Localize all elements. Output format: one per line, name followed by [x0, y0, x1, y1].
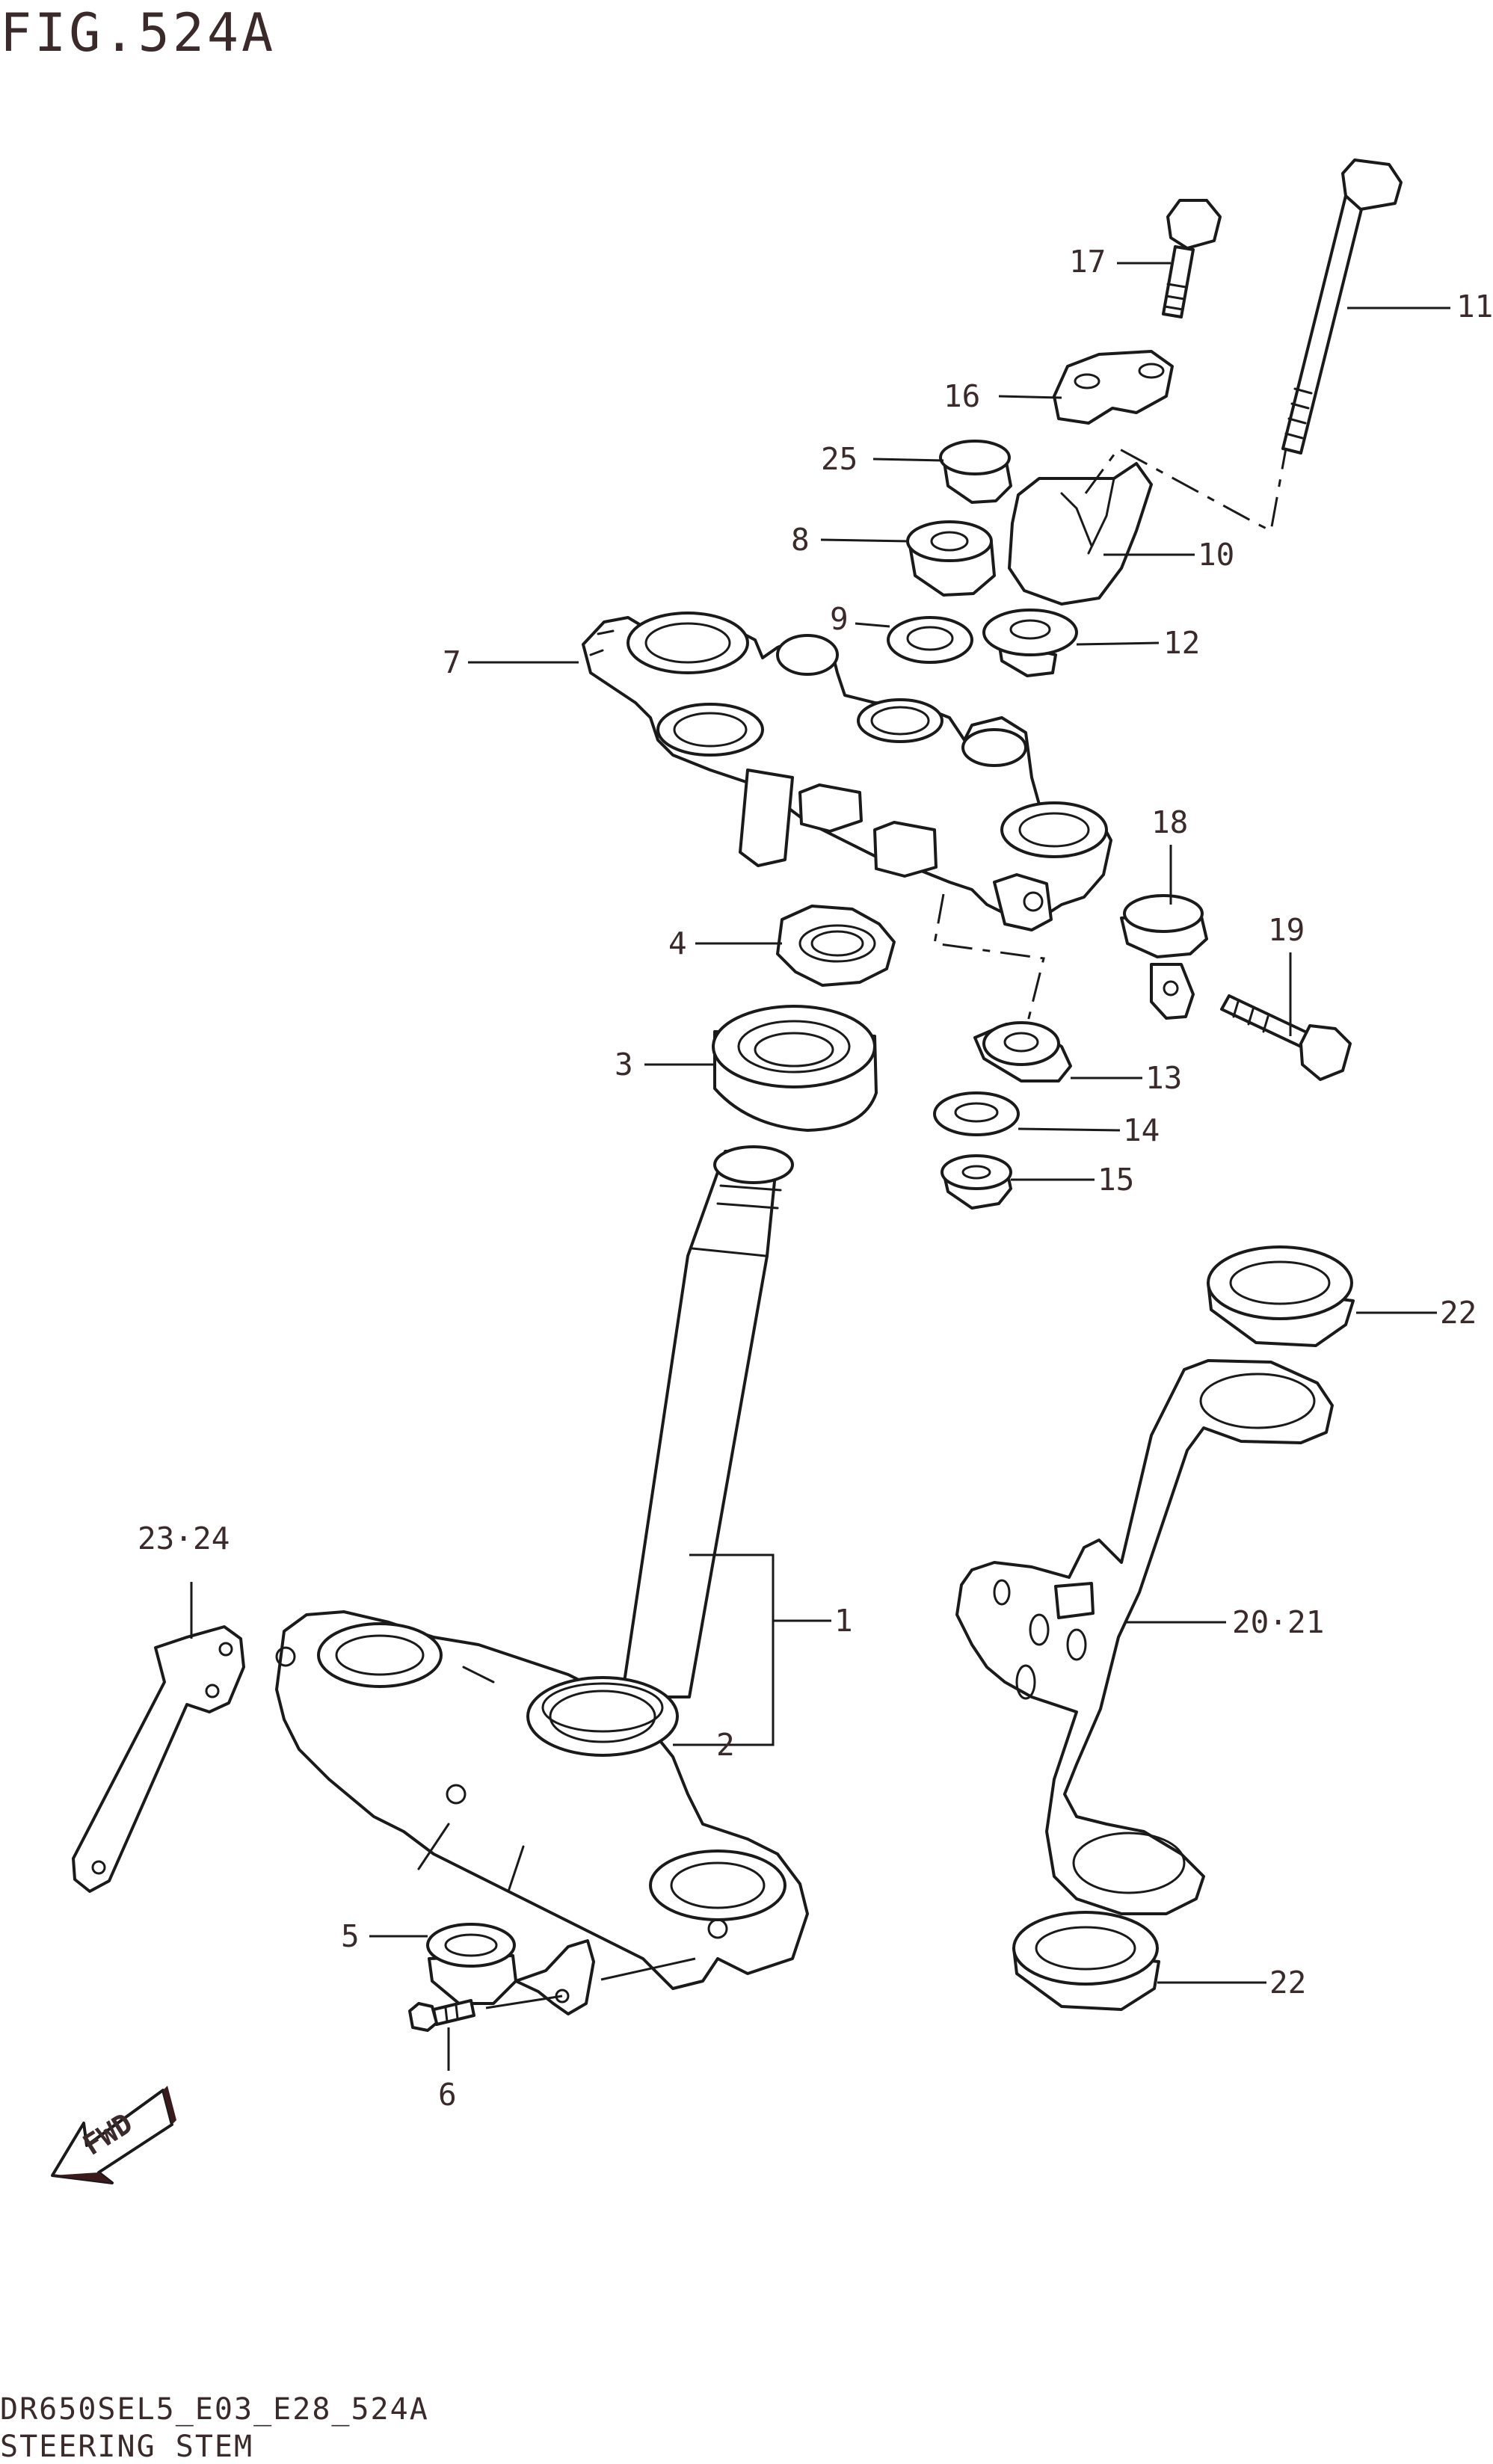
part-25-cap [939, 440, 1012, 504]
callout-11: 11 [1456, 289, 1493, 324]
callout-5: 5 [341, 1918, 360, 1954]
callout-3: 3 [615, 1047, 633, 1082]
part-6-screw [408, 1999, 475, 2032]
callout-12: 12 [1163, 625, 1200, 661]
bracket-leader-1-2 [673, 1553, 775, 1746]
callout-7: 7 [443, 644, 461, 680]
part-17-bolt [1162, 199, 1222, 318]
callout-2: 2 [716, 1727, 735, 1763]
callout-8: 8 [791, 522, 810, 558]
callout-23-24: 23·24 [138, 1521, 230, 1556]
part-7-upper-bracket [582, 612, 1112, 931]
figure-title: FIG.524A [0, 2, 276, 64]
part-12-damper [982, 609, 1078, 677]
model-code: DR650SEL5_E03_E28_524A [0, 2392, 429, 2427]
assembly-line-middle [933, 893, 1045, 1025]
callout-1: 1 [834, 1603, 853, 1639]
callout-13: 13 [1145, 1060, 1182, 1096]
callout-20-21: 20·21 [1232, 1604, 1324, 1640]
part-16-holder-cap [1053, 350, 1174, 425]
screw-assembly-lines [485, 1957, 696, 2009]
part-18-bush [1120, 894, 1208, 1020]
callout-4: 4 [668, 925, 687, 961]
callout-10: 10 [1198, 537, 1234, 573]
part-9-washer [887, 616, 973, 664]
callout-22-upper: 22 [1440, 1295, 1477, 1331]
callout-25: 25 [821, 441, 858, 477]
part-22-grommet-lower [1012, 1911, 1160, 2011]
part-1-steering-stem [275, 1145, 809, 1990]
fwd-direction-arrow: FWD [51, 2086, 176, 2184]
part-11-bolt [1281, 158, 1403, 455]
assembly-line-upper [1084, 447, 1287, 533]
part-3-bearing [712, 1005, 878, 1132]
part-15-nut [941, 1154, 1012, 1210]
part-14-washer [933, 1091, 1020, 1136]
callout-9: 9 [830, 601, 849, 637]
callout-6: 6 [438, 2077, 457, 2113]
part-10-holder [1008, 462, 1153, 606]
part-23-24-bracket [72, 1625, 245, 1893]
callout-19: 19 [1268, 912, 1305, 948]
callout-14: 14 [1123, 1112, 1160, 1148]
callout-numbers: 17 11 16 25 8 10 9 12 7 18 19 4 3 13 14 … [138, 244, 1493, 2113]
callout-17: 17 [1069, 244, 1106, 280]
part-19-bolt [1220, 994, 1352, 1081]
section-name: STEERING STEM [0, 2430, 253, 2464]
leader-lines [190, 262, 1450, 2071]
callout-15: 15 [1098, 1162, 1134, 1198]
part-22-grommet-upper [1207, 1245, 1355, 1347]
callout-16: 16 [943, 378, 980, 414]
part-2-dust-seal [541, 1682, 664, 1733]
callout-22-lower: 22 [1269, 1965, 1306, 2001]
part-20-21-headlight-bracket [955, 1359, 1334, 1915]
part-4-lock-nut [776, 905, 896, 987]
callout-18: 18 [1151, 804, 1188, 840]
part-8-nut [906, 520, 996, 597]
part-13-damper [973, 1021, 1072, 1082]
part-5-grommet [426, 1923, 595, 2015]
